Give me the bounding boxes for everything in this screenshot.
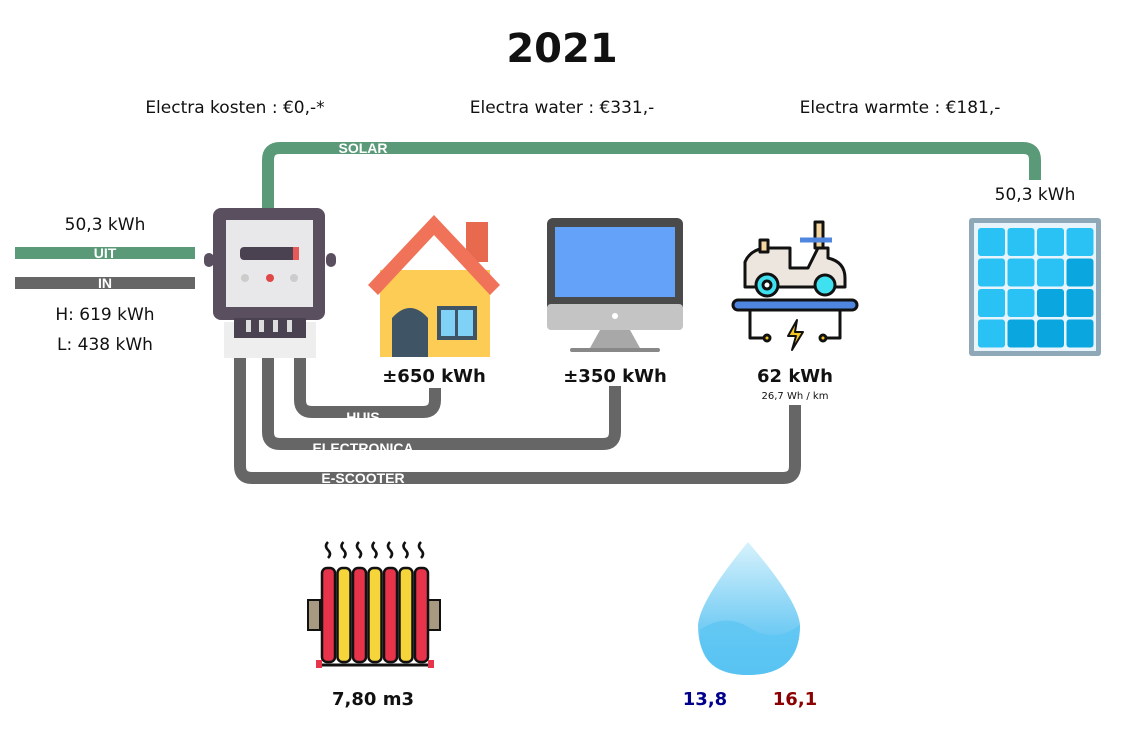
radiator-bracket bbox=[307, 599, 321, 631]
low-tariff: L: 438 kWh bbox=[57, 335, 153, 355]
solar-line bbox=[262, 142, 1041, 212]
solar-panel-icon bbox=[969, 218, 1101, 356]
water-cold-value: 13,8 bbox=[683, 689, 727, 710]
escooter-value: 62 kWh bbox=[757, 366, 833, 387]
radiator-foot bbox=[428, 660, 434, 668]
heat-wave-icon bbox=[340, 541, 347, 559]
huis-value: ±650 kWh bbox=[382, 366, 486, 387]
electronica-line bbox=[262, 355, 621, 450]
electronica-line-label: ELECTRONICA bbox=[312, 440, 413, 456]
page-title: 2021 bbox=[506, 26, 617, 72]
radiator-fin bbox=[382, 566, 399, 664]
radiator-icon bbox=[307, 541, 441, 668]
heat-wave-icon bbox=[386, 541, 394, 559]
heat-wave-icon bbox=[371, 541, 378, 559]
water-drop-icon bbox=[698, 542, 800, 675]
solar-cell bbox=[1007, 258, 1035, 287]
radiator-fin bbox=[351, 566, 368, 664]
in-bar bbox=[15, 277, 195, 289]
high-tariff: H: 619 kWh bbox=[55, 305, 154, 325]
export-kwh: 50,3 kWh bbox=[65, 215, 146, 235]
escooter-charging-icon bbox=[731, 220, 859, 351]
solar-cell bbox=[1037, 319, 1064, 348]
water-warm-value: 16,1 bbox=[773, 689, 817, 710]
radiator-fin bbox=[413, 566, 430, 664]
heat-wave-icon bbox=[355, 541, 363, 559]
house-icon bbox=[368, 215, 500, 357]
electra-kosten: Electra kosten : €0,-* bbox=[145, 98, 324, 118]
heat-wave-icon bbox=[402, 541, 409, 559]
solar-cell bbox=[1037, 289, 1064, 317]
radiator-fin bbox=[336, 566, 352, 664]
solar-line-label: SOLAR bbox=[339, 140, 388, 156]
uit-bar bbox=[15, 247, 195, 259]
solar-cell bbox=[1007, 228, 1035, 256]
solar-cell bbox=[1066, 319, 1094, 348]
solar-cell bbox=[978, 228, 1005, 256]
electra-water: Electra water : €331,- bbox=[470, 98, 655, 118]
solar-cell bbox=[1066, 289, 1094, 317]
heat-wave-icon bbox=[417, 541, 425, 559]
solar-cell bbox=[1066, 228, 1094, 256]
solar-cell bbox=[978, 258, 1005, 287]
radiator-fin bbox=[398, 566, 414, 664]
electronica-value: ±350 kWh bbox=[563, 366, 667, 387]
solar-cell bbox=[978, 289, 1005, 317]
heating-value: 7,80 m3 bbox=[332, 689, 414, 710]
solar-cell bbox=[1037, 228, 1064, 256]
radiator-fin bbox=[320, 566, 337, 664]
heat-wave-icon bbox=[324, 541, 332, 559]
solar-cell bbox=[1007, 319, 1035, 348]
radiator-bracket bbox=[427, 599, 441, 631]
solar-production: 50,3 kWh bbox=[995, 185, 1076, 205]
escooter-line-label: E-SCOOTER bbox=[321, 470, 404, 486]
computer-monitor-icon bbox=[547, 218, 683, 352]
huis-line-label: HUIS bbox=[346, 409, 379, 425]
solar-cell bbox=[1066, 258, 1094, 287]
escooter-efficiency: 26,7 Wh / km bbox=[762, 391, 829, 402]
radiator-foot bbox=[316, 660, 322, 668]
escooter-line bbox=[234, 355, 801, 484]
electricity-meter-icon bbox=[204, 208, 336, 358]
solar-cell bbox=[978, 319, 1005, 348]
radiator-fin bbox=[367, 566, 383, 664]
huis-line bbox=[294, 355, 441, 418]
solar-cell bbox=[1007, 289, 1035, 317]
electra-warmte: Electra warmte : €181,- bbox=[800, 98, 1001, 118]
solar-cell bbox=[1037, 258, 1064, 287]
in-label: IN bbox=[98, 275, 112, 291]
uit-label: UIT bbox=[94, 245, 117, 261]
